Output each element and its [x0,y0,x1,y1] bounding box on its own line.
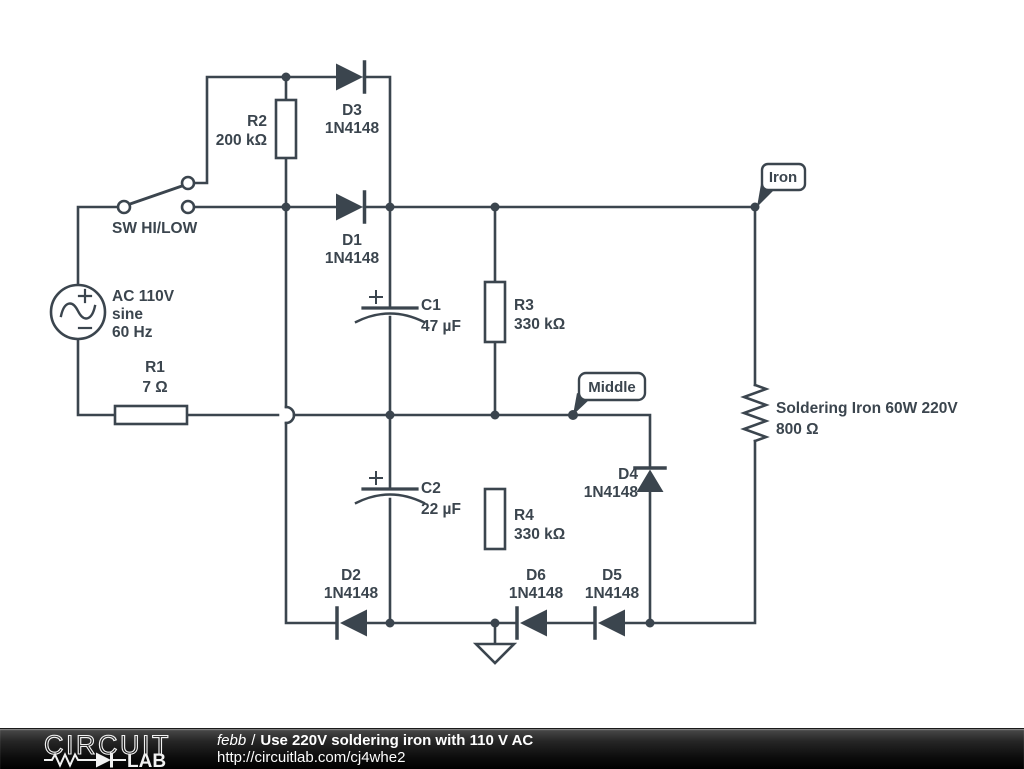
r1-ref-label: R1 [145,359,165,376]
footer-author: febb [217,732,247,749]
wire-hop [284,405,296,425]
load-label-1: Soldering Iron 60W 220V [776,400,958,417]
d5-ref-label: D5 [602,567,622,584]
circuit-schematic: R2 200 kΩ D3 1N4148 D1 1N4148 SW HI/LOW … [49,60,958,665]
soldering-iron-resistor [740,383,770,443]
d3-value-label: 1N4148 [325,120,380,137]
footer-meta: febb/Use 220V soldering iron with 110 V … [217,732,533,766]
d6-ref-label: D6 [526,567,546,584]
d3-ref-label: D3 [342,102,362,119]
r1-value-label: 7 Ω [142,379,167,396]
logo-diode-icon [96,752,126,768]
capacitor-c1 [354,290,426,324]
d5-value-label: 1N4148 [585,585,640,602]
flag-middle-label: Middle [588,379,636,396]
footer-title: Use 220V soldering iron with 110 V AC [260,732,534,749]
d4-ref-label: D4 [618,466,638,483]
capacitor-c2 [354,471,426,505]
flag-iron [757,162,807,207]
d1-ref-label: D1 [342,232,362,249]
resistor-r3 [483,280,507,344]
schematic-canvas: R2 200 kΩ D3 1N4148 D1 1N4148 SW HI/LOW … [49,60,959,665]
ac-label-2: sine [112,306,143,323]
resistor-r1 [113,404,189,426]
diode-d3 [336,60,367,94]
junction-dots [281,72,760,628]
r2-ref-label: R2 [247,113,267,130]
switch-sw-hi-low [116,175,196,215]
wire-network [76,75,757,646]
r4-value-label: 330 kΩ [514,526,565,543]
d6-value-label: 1N4148 [509,585,564,602]
ac-source-v1 [49,283,107,341]
logo-lab-text: LAB [127,751,166,769]
diode-d5 [593,606,625,640]
d2-ref-label: D2 [341,567,361,584]
c2-value-label: 22 µF [421,501,461,518]
footer-separator: / [251,732,256,749]
ground-symbol [472,642,518,665]
flag-iron-label: Iron [769,169,797,186]
switch-label: SW HI/LOW [112,220,198,237]
ac-label-1: AC 110V [112,288,175,305]
footer-title-line: febb/Use 220V soldering iron with 110 V … [217,732,533,749]
c2-ref-label: C2 [421,480,441,497]
diode-d4 [633,466,667,492]
r2-value-label: 200 kΩ [216,132,267,149]
resistor-r4 [483,487,507,551]
d4-value-label: 1N4148 [584,484,639,501]
c1-value-label: 47 µF [421,318,461,335]
diode-d6 [515,606,547,640]
load-label-2: 800 Ω [776,421,819,438]
diode-d1 [336,190,367,224]
flag-middle [573,371,647,415]
d2-value-label: 1N4148 [324,585,379,602]
schematic-labels: R2 200 kΩ D3 1N4148 D1 1N4148 SW HI/LOW … [112,102,958,602]
r4-ref-label: R4 [514,507,534,524]
footer-bar: CIRCUIT LAB febb/Use 220V soldering iron… [0,728,1024,769]
logo-resistor-icon [44,752,96,768]
c1-ref-label: C1 [421,297,441,314]
d1-value-label: 1N4148 [325,250,380,267]
diode-d2 [335,606,367,640]
circuitlab-logo: CIRCUIT LAB [43,729,169,769]
footer-url: http://circuitlab.com/cj4whe2 [217,749,406,766]
r3-value-label: 330 kΩ [514,316,565,333]
resistor-r2 [274,98,298,160]
r3-ref-label: R3 [514,297,534,314]
ac-label-3: 60 Hz [112,324,153,341]
